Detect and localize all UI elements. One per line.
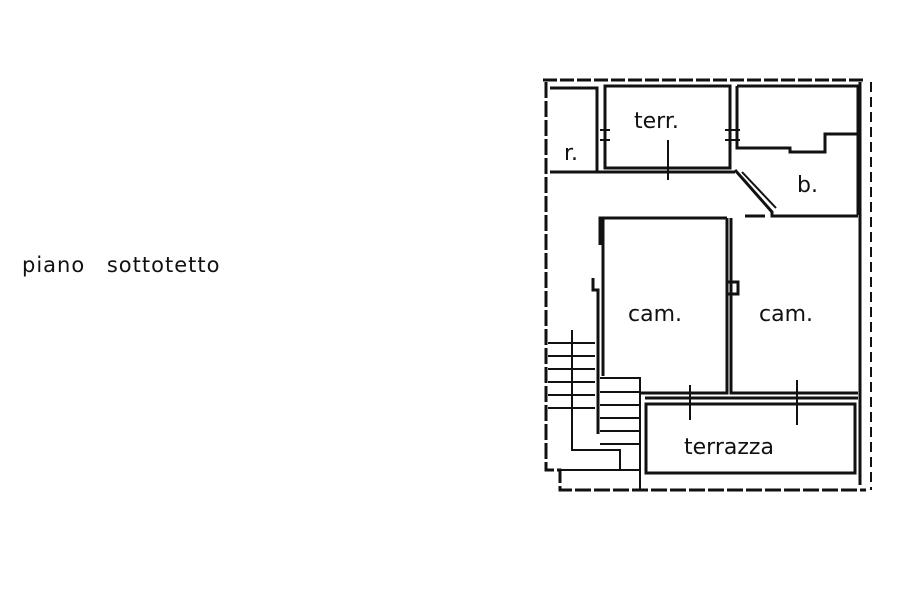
- room-label-b: b.: [797, 173, 818, 198]
- room-b-walls: [733, 169, 858, 218]
- room-label-terrazza: terrazza: [684, 435, 774, 460]
- room-label-cam-1: cam.: [628, 302, 682, 327]
- staircase: [548, 330, 641, 490]
- room-label-r: r.: [564, 141, 578, 166]
- room-label-cam-2: cam.: [759, 302, 813, 327]
- floor-title: piano sottotetto: [22, 253, 221, 277]
- room-cam1-walls: [601, 218, 740, 395]
- corridor-walls: [552, 170, 765, 434]
- room-terr-walls: [600, 84, 740, 180]
- room-label-terr: terr.: [634, 109, 679, 134]
- room-top-right-walls: [735, 84, 860, 215]
- room-terrazza-walls: [644, 396, 858, 475]
